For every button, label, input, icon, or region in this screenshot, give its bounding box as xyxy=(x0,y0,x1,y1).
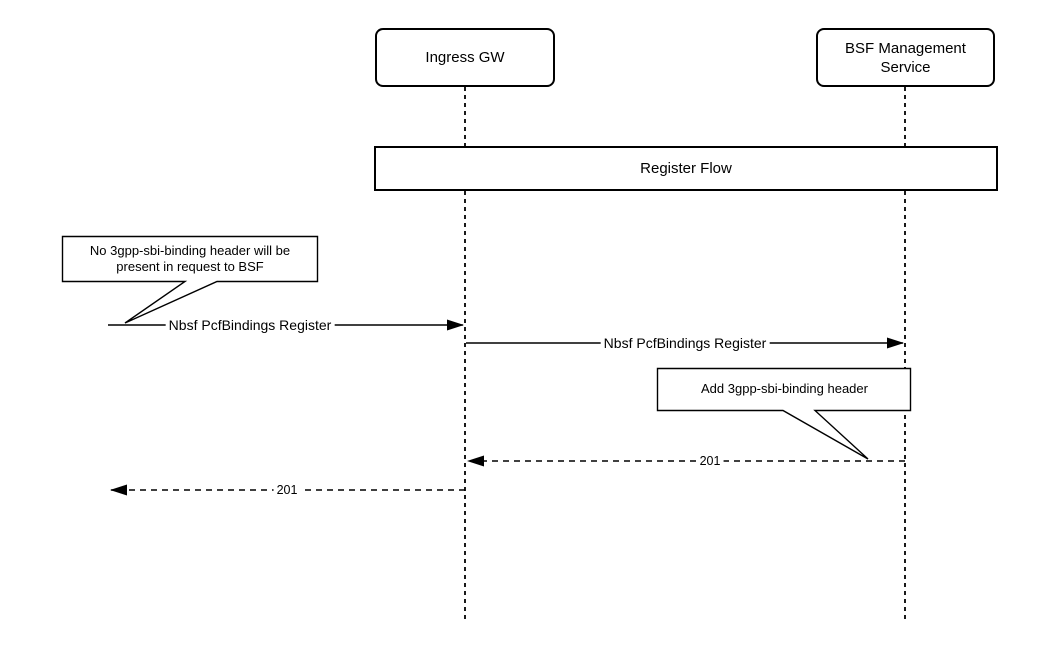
message-label-register-to-bsf: Nbsf PcfBindings Register xyxy=(600,335,770,351)
note-no-binding-header: No 3gpp-sbi-binding header will be prese… xyxy=(62,236,318,282)
callout-no-binding-header xyxy=(61,235,319,324)
participant-ingress-gw-label: Ingress GW xyxy=(425,49,505,66)
message-label-register-to-ingress: Nbsf PcfBindings Register xyxy=(165,317,335,333)
note-no-binding-header-line1: No 3gpp-sbi-binding header will be xyxy=(89,243,291,258)
participant-bsf-label-line2: Service xyxy=(880,58,931,76)
frame-register-flow-title: Register Flow xyxy=(640,160,732,177)
note-no-binding-header-line2: present in request to BSF xyxy=(116,259,264,274)
message-label-201-to-ingress: 201 xyxy=(696,454,724,468)
frame-register-flow: Register Flow xyxy=(374,146,998,191)
note-add-binding-header-text: Add 3gpp-sbi-binding header xyxy=(701,381,868,396)
participant-bsf-management-service: BSF Management Service xyxy=(816,28,995,87)
message-label-201-outbound: 201 xyxy=(273,483,301,497)
participant-ingress-gw: Ingress GW xyxy=(375,28,555,87)
callout-add-binding-header xyxy=(656,367,912,460)
participant-bsf-label-line1: BSF Management xyxy=(845,39,966,57)
note-add-binding-header: Add 3gpp-sbi-binding header xyxy=(658,368,911,410)
